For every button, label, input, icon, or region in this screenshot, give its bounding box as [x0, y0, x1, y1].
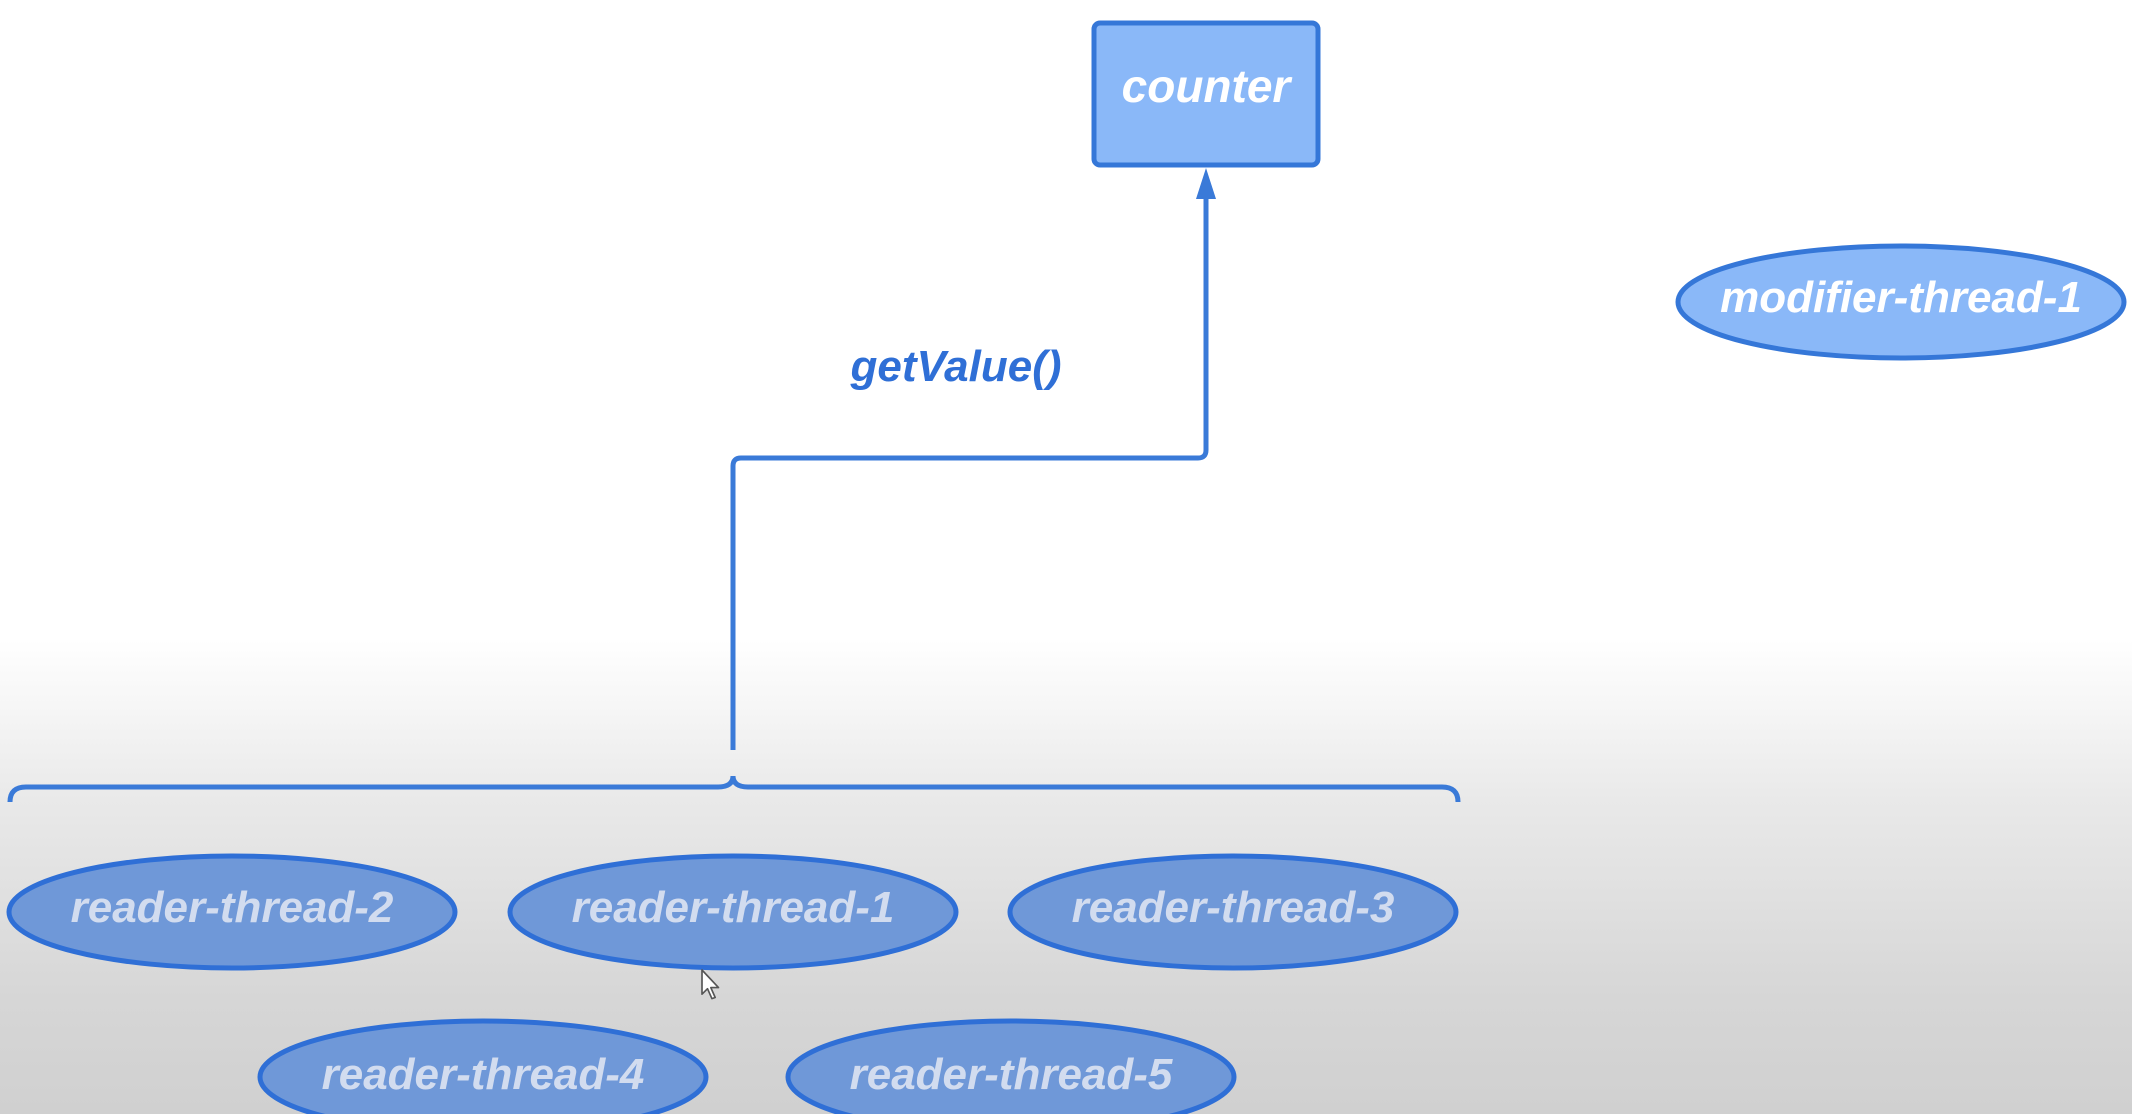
counter-box	[1091, 20, 1321, 168]
modifier-thread-ellipse	[1675, 243, 2127, 361]
mouse-cursor-icon	[701, 969, 720, 1000]
reader-thread-node[interactable]: reader-thread-4	[257, 1018, 709, 1114]
reader-thread-label: reader-thread-3	[1072, 883, 1395, 932]
reader-thread-node[interactable]: reader-thread-5	[785, 1018, 1237, 1114]
reader-thread-label: reader-thread-4	[322, 1050, 645, 1099]
getvalue-label: getValue()	[849, 342, 1061, 391]
reader-thread-ellipse	[257, 1018, 709, 1114]
reader-thread-node[interactable]: reader-thread-3	[1007, 853, 1459, 971]
reader-thread-label: reader-thread-5	[850, 1050, 1173, 1099]
counter-label: counter	[1122, 60, 1293, 112]
reader-thread-ellipse	[6, 853, 458, 971]
reader-thread-node[interactable]: reader-thread-1	[507, 853, 959, 971]
reader-thread-ellipse	[507, 853, 959, 971]
counter-node[interactable]: counter	[1091, 20, 1321, 168]
modifier-thread-label: modifier-thread-1	[1720, 273, 2082, 322]
reader-group-brace	[7, 775, 1461, 803]
reader-thread-node[interactable]: reader-thread-2	[6, 853, 458, 971]
reader-thread-ellipse	[785, 1018, 1237, 1114]
reader-thread-label: reader-thread-1	[572, 883, 895, 932]
reader-thread-ellipse	[1007, 853, 1459, 971]
reader-thread-label: reader-thread-2	[71, 883, 394, 932]
arrowhead-icon	[1196, 168, 1216, 199]
modifier-thread-node[interactable]: modifier-thread-1	[1675, 243, 2127, 361]
getvalue-connector	[730, 180, 1209, 750]
